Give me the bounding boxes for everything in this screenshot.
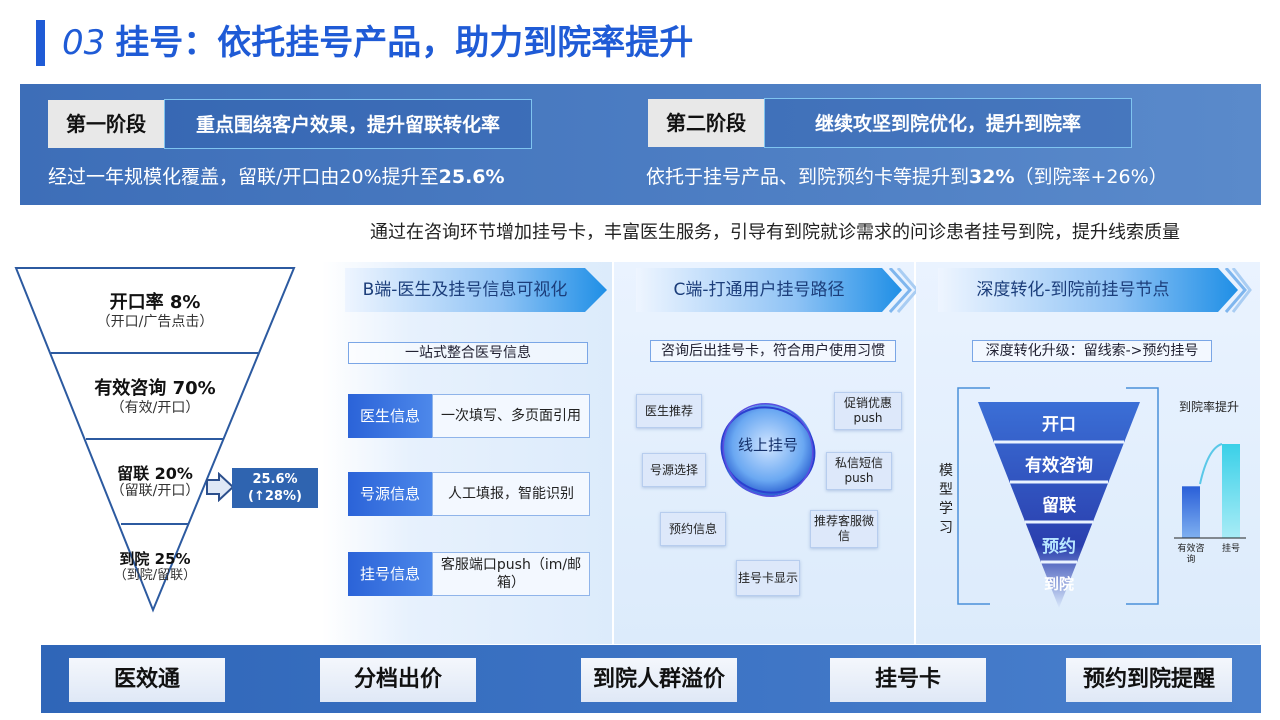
stage2-tag: 第二阶段 <box>648 99 764 147</box>
panel-b-title: B端-医生及挂号信息可视化 <box>362 280 568 300</box>
deep-funnel-level-3: 留联 <box>1042 496 1076 516</box>
stage1-tag: 第一阶段 <box>48 100 164 148</box>
panel-c-title: C端-打通用户挂号路径 <box>673 280 845 300</box>
panel-b-row-1-label: 医生信息 <box>348 394 432 438</box>
stage2-desc: 继续攻坚到院优化，提升到院率 <box>764 98 1132 148</box>
arrival-rate-bar-chart <box>1174 443 1246 539</box>
stage2-text-bold: 32% <box>969 166 1015 188</box>
stage1-text: 经过一年规模化覆盖，留联/开口由20%提升至25.6% <box>48 162 505 189</box>
deep-funnel-level-4: 预约 <box>1042 537 1076 557</box>
product-4: 挂号卡 <box>830 658 986 702</box>
funnel-level-2: 有效咨询 70% （有效/开口） <box>60 378 250 416</box>
funnel-level-2-value: 有效咨询 70% <box>94 378 216 399</box>
panel-b-row-1-value: 一次填写、多页面引用 <box>432 394 590 438</box>
stage2-text-prefix: 依托于挂号产品、到院预约卡等提升到 <box>646 166 970 188</box>
funnel-level-3: 留联 20% （留联/开口） <box>80 464 230 500</box>
online-registration-orb <box>720 402 816 498</box>
section-number: 03 <box>62 23 106 63</box>
funnel-level-4-formula: （到院/留联） <box>113 568 197 583</box>
panel-d-title: 深度转化-到院前挂号节点 <box>976 280 1170 300</box>
bar-label-1: 有效咨询 <box>1177 544 1205 565</box>
deep-funnel-level-5: 到院 <box>1043 575 1074 593</box>
chip-service-wechat: 推荐客服微信 <box>810 510 878 548</box>
funnel-side-value: 25.6% <box>252 472 298 487</box>
bar-1 <box>1182 486 1200 538</box>
chip-doctor-recommend: 医生推荐 <box>636 394 702 428</box>
bar-2 <box>1222 444 1240 538</box>
right-arrow-icon <box>206 472 235 502</box>
subtitle: 通过在咨询环节增加挂号卡，丰富医生服务，引导有到院就诊需求的问诊患者挂号到院，提… <box>370 222 1180 243</box>
model-learning-label: 模型学习 <box>939 463 953 536</box>
funnel-side-result: 25.6% (↑28%) <box>232 468 318 508</box>
online-registration-label: 线上挂号 <box>738 436 799 454</box>
panel-c-info: 咨询后出挂号卡，符合用户使用习惯 <box>650 340 896 362</box>
funnel-level-2-formula: （有效/开口） <box>110 399 200 416</box>
trend-curve <box>1199 443 1223 485</box>
panel-d-header-arrow <box>938 268 1252 313</box>
panel-b-row-3-value: 客服端口push（im/邮箱） <box>432 552 590 596</box>
funnel-level-1-value: 开口率 8% <box>109 292 201 313</box>
product-1: 医效通 <box>69 658 225 702</box>
stage1-text-prefix: 经过一年规模化覆盖，留联/开口由20%提升至 <box>48 166 439 188</box>
title-text: 挂号：依托挂号产品，助力到院率提升 <box>115 23 694 63</box>
title-accent-bar <box>36 20 45 66</box>
product-5: 预约到院提醒 <box>1066 658 1232 702</box>
conversion-funnel <box>14 267 296 613</box>
bar-label-2: 挂号 <box>1221 544 1240 554</box>
funnel-level-4: 到院 25% （到院/留联） <box>90 550 220 584</box>
stage2-text: 依托于挂号产品、到院预约卡等提升到32%（到院率+26%） <box>646 162 1168 189</box>
funnel-level-3-formula: （留联/开口） <box>110 483 200 500</box>
deep-funnel-level-1: 开口 <box>1042 415 1076 435</box>
deep-funnel-chart <box>978 402 1140 608</box>
deep-funnel-level-2: 有效咨询 <box>1025 456 1093 476</box>
chip-promo-push: 促销优惠push <box>834 392 902 430</box>
funnel-side-change: (↑28%) <box>248 489 302 504</box>
stage1-desc: 重点围绕客户效果，提升留联转化率 <box>164 99 532 149</box>
bar-chart-title: 到院率提升 <box>1178 400 1239 414</box>
panel-b-header-arrow <box>345 268 607 312</box>
panel-b-row-3-label: 挂号信息 <box>348 552 432 596</box>
chip-sms-push: 私信短信push <box>826 452 892 490</box>
panel-b-info: 一站式整合医号信息 <box>348 342 588 364</box>
panel-d-info: 深度转化升级：留线索->预约挂号 <box>972 340 1212 362</box>
funnel-level-1: 开口率 8% （开口/广告点击） <box>60 292 250 330</box>
product-3: 到院人群溢价 <box>581 658 737 702</box>
funnel-level-4-value: 到院 25% <box>119 550 191 568</box>
funnel-level-1-formula: （开口/广告点击） <box>96 313 214 330</box>
funnel-level-3-value: 留联 20% <box>117 464 193 483</box>
chip-source-select: 号源选择 <box>642 453 706 487</box>
panel-c-header-arrow <box>636 268 918 314</box>
stage2-text-suffix: （到院率+26%） <box>1014 166 1168 188</box>
chip-card-display: 挂号卡显示 <box>736 560 800 596</box>
product-2: 分档出价 <box>320 658 476 702</box>
chip-booking-info: 预约信息 <box>660 512 726 546</box>
stages-band <box>20 84 1261 205</box>
panel-b-row-2-label: 号源信息 <box>348 472 432 516</box>
stage1-text-bold: 25.6% <box>438 166 505 188</box>
panel-b-row-2-value: 人工填报，智能识别 <box>432 472 590 516</box>
model-learning-bracket <box>957 387 1159 605</box>
